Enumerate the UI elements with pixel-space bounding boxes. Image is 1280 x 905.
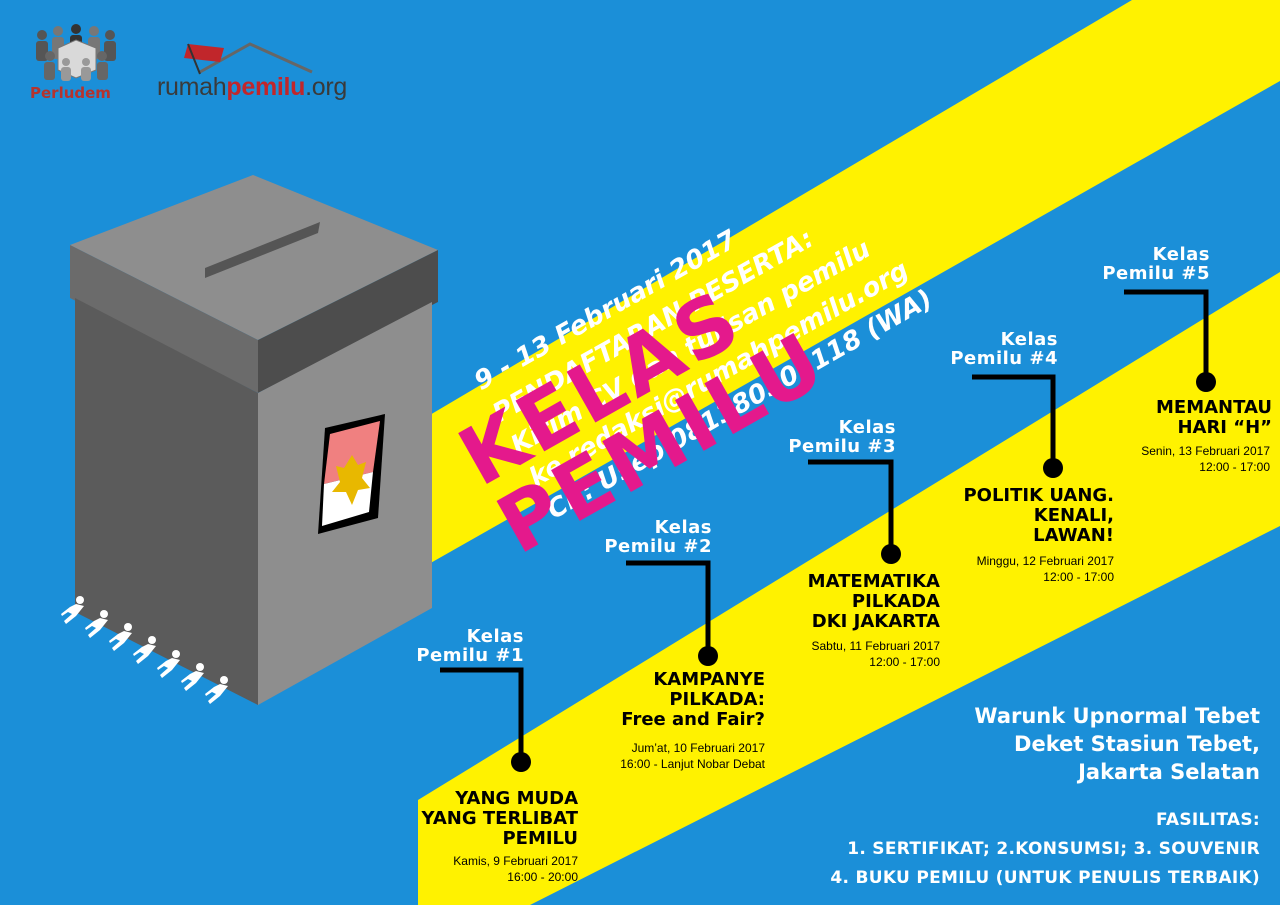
session-4-label: Kelas Pemilu #4: [950, 330, 1058, 368]
house-flag-logo-icon: [184, 42, 313, 75]
venue-line: Warunk Upnormal Tebet: [974, 704, 1260, 728]
session-1-title: YANG MUDA YANG TERLIBAT PEMILU: [422, 789, 578, 849]
session-5-schedule: Senin, 13 Februari 2017 12:00 - 17:00: [1141, 443, 1270, 475]
session-date: Minggu, 12 Februari 2017: [976, 554, 1114, 568]
session-time: 16:00 - 20:00: [507, 870, 578, 884]
session-title-line: KENALI,: [1033, 505, 1114, 526]
session-date: Sabtu, 11 Februari 2017: [811, 639, 940, 653]
session-5-label: Kelas Pemilu #5: [1102, 245, 1210, 283]
session-time: 16:00 - Lanjut Nobar Debat: [620, 757, 765, 771]
ballot-box-icon: [70, 175, 438, 705]
session-title-line: LAWAN!: [1033, 525, 1114, 546]
timeline-connectors: [440, 289, 1209, 760]
session-label-line: Kelas: [1152, 244, 1210, 265]
session-label-line: Pemilu #5: [1102, 263, 1210, 284]
logo-part-pemilu: pemilu: [226, 73, 306, 101]
session-3-schedule: Sabtu, 11 Februari 2017 12:00 - 17:00: [811, 638, 940, 670]
session-time: 12:00 - 17:00: [1043, 570, 1114, 584]
session-date: Kamis, 9 Februari 2017: [453, 854, 578, 868]
session-label-line: Kelas: [466, 626, 524, 647]
pushing-figures-icon: [61, 596, 228, 704]
session-3-title: MATEMATIKA PILKADA DKI JAKARTA: [808, 572, 940, 632]
session-2-schedule: Jum’at, 10 Februari 2017 16:00 - Lanjut …: [620, 740, 765, 772]
crowd-logo-icon: [36, 24, 116, 81]
facilities-info: FASILITAS: 1. SERTIFIKAT; 2.KONSUMSI; 3.…: [830, 806, 1260, 893]
session-title-line: PILKADA:: [669, 689, 765, 710]
session-title-line: PILKADA: [851, 591, 940, 612]
perludem-logo-text: Perludem: [30, 84, 111, 102]
session-title-line: YANG MUDA: [455, 788, 578, 809]
session-time: 12:00 - 17:00: [869, 655, 940, 669]
session-3-label: Kelas Pemilu #3: [788, 418, 896, 456]
session-label-line: Pemilu #4: [950, 348, 1058, 369]
session-4-title: POLITIK UANG. KENALI, LAWAN!: [963, 486, 1114, 546]
connector-dot-1: [511, 752, 531, 772]
session-title-line: Free and Fair?: [621, 709, 765, 730]
session-5-title: MEMANTAU HARI “H”: [1156, 398, 1272, 438]
connector-dot-5: [1196, 372, 1216, 392]
connector-3: [808, 459, 894, 552]
session-title-line: MATEMATIKA: [807, 571, 940, 592]
session-2-title: KAMPANYE PILKADA: Free and Fair?: [621, 670, 765, 730]
session-label-line: Kelas: [654, 517, 712, 538]
session-date: Jum’at, 10 Februari 2017: [631, 741, 765, 755]
logo-part-rumah: rumah: [157, 73, 227, 101]
session-1-label: Kelas Pemilu #1: [416, 627, 524, 665]
session-1-schedule: Kamis, 9 Februari 2017 16:00 - 20:00: [453, 853, 578, 885]
logo-part-org: .org: [305, 73, 348, 101]
connector-5: [1124, 289, 1209, 380]
session-date: Senin, 13 Februari 2017: [1141, 444, 1270, 458]
session-title-line: POLITIK UANG.: [963, 485, 1114, 506]
session-4-schedule: Minggu, 12 Februari 2017 12:00 - 17:00: [977, 553, 1114, 585]
venue-info: Warunk Upnormal Tebet Deket Stasiun Tebe…: [974, 702, 1260, 786]
garuda-emblem-icon: [318, 414, 385, 534]
facilities-line: 4. BUKU PEMILU (UNTUK PENULIS TERBAIK): [830, 868, 1260, 888]
stripe-upper: [330, 0, 1280, 620]
session-label-line: Pemilu #1: [416, 645, 524, 666]
facilities-line: 1. SERTIFIKAT; 2.KONSUMSI; 3. SOUVENIR: [847, 839, 1260, 859]
connector-1: [440, 667, 524, 760]
connector-2: [626, 560, 711, 654]
connector-dot-4: [1043, 458, 1063, 478]
session-label-line: Kelas: [838, 417, 896, 438]
session-time: 12:00 - 17:00: [1199, 460, 1270, 474]
session-title-line: PEMILU: [502, 828, 578, 849]
session-title-line: HARI “H”: [1177, 417, 1272, 438]
session-title-line: MEMANTAU: [1156, 397, 1272, 418]
connector-4: [972, 374, 1056, 466]
session-label-line: Pemilu #3: [788, 436, 896, 457]
session-title-line: DKI JAKARTA: [811, 611, 940, 632]
session-title-line: KAMPANYE: [653, 669, 765, 690]
session-label-line: Pemilu #2: [604, 536, 712, 557]
rumahpemilu-logo-text: rumahpemilu.org: [157, 73, 347, 102]
session-2-label: Kelas Pemilu #2: [604, 518, 712, 556]
venue-line: Jakarta Selatan: [1078, 760, 1260, 784]
session-title-line: YANG TERLIBAT: [421, 808, 578, 829]
venue-line: Deket Stasiun Tebet,: [1014, 732, 1260, 756]
facilities-heading: FASILITAS:: [1155, 810, 1260, 830]
connector-dot-2: [698, 646, 718, 666]
connector-dot-3: [881, 544, 901, 564]
session-label-line: Kelas: [1000, 329, 1058, 350]
stripe-lower: [418, 272, 1280, 905]
